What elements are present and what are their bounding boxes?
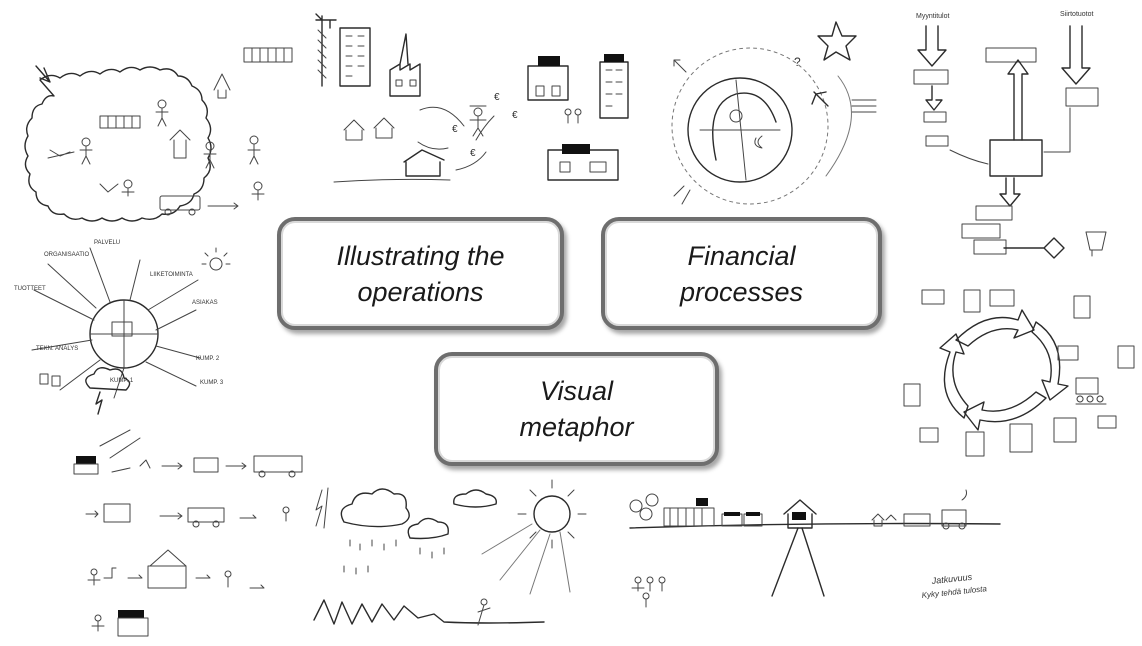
svg-text:€: € (494, 92, 500, 103)
mindmap-sketch: ORGANISAATIO PALVELU LIIKETOIMINTA ASIAK… (14, 240, 231, 415)
svg-text:Jatkuvuus: Jatkuvuus (930, 572, 973, 586)
svg-text:€: € (470, 148, 476, 159)
svg-text:?: ? (794, 55, 801, 69)
island-sketch (24, 47, 293, 222)
label-financial-processes: Financial processes (601, 217, 882, 330)
svg-text:ORGANISAATIO: ORGANISAATIO (44, 252, 90, 258)
landscape-sketch (629, 489, 1001, 608)
label-line-1: Visual (539, 376, 614, 406)
label-line-2: operations (357, 276, 484, 307)
svg-text:Siirtotuotot: Siirtotuotot (1060, 11, 1094, 18)
svg-text:PALVELU: PALVELU (94, 240, 120, 246)
globe-star-sketch: ? (671, 21, 877, 205)
svg-text:€: € (512, 110, 518, 121)
process-sketch (73, 429, 303, 637)
label-visual-metaphor: Visual metaphor (434, 352, 719, 466)
city-sketch: € € € € (315, 13, 629, 183)
svg-text:Kyky tehdä tulosta: Kyky tehdä tulosta (921, 584, 988, 600)
svg-text:KUMP. 3: KUMP. 3 (200, 380, 224, 386)
svg-text:KUMP. 1: KUMP. 1 (110, 378, 134, 384)
label-line-1: Illustrating the (336, 240, 505, 271)
svg-text:ASIAKAS: ASIAKAS (192, 300, 218, 306)
flowchart-sketch: Myyntitulot Siirtotuotot (913, 11, 1107, 259)
svg-text:TUOTTEET: TUOTTEET (14, 286, 46, 292)
label-line-2: metaphor (519, 412, 634, 442)
handwritten-note: Jatkuvuus Kyky tehdä tulosta (921, 572, 988, 600)
svg-text:€: € (452, 124, 458, 135)
cycle-sketch (903, 289, 1135, 457)
label-illustrating-operations: Illustrating the operations (277, 217, 564, 330)
svg-text:Myyntitulot: Myyntitulot (916, 13, 950, 20)
svg-text:KUMP. 2: KUMP. 2 (196, 356, 220, 362)
svg-text:TEKN. ANALYS: TEKN. ANALYS (36, 346, 78, 352)
weather-sketch (313, 479, 587, 626)
label-line-2: processes (679, 276, 804, 307)
svg-text:LIIKETOIMINTA: LIIKETOIMINTA (150, 272, 193, 278)
label-line-1: Financial (687, 240, 796, 271)
